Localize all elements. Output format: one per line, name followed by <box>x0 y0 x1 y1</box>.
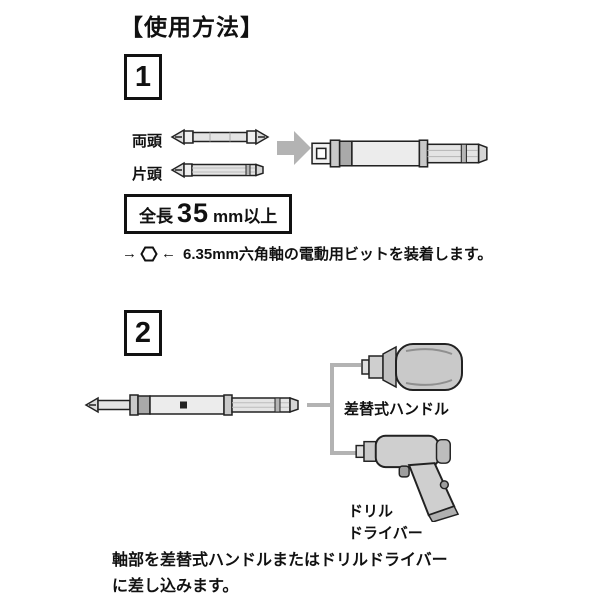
arrow-right-glyph-icon: → <box>122 245 137 262</box>
hex-shank-note-text: 6.35mm六角軸の電動用ビットを装着します。 <box>183 246 493 263</box>
handle-label: 差替式ハンドル <box>344 401 450 418</box>
hexagon-icon <box>140 246 158 261</box>
drill-label-line1: ドリル <box>348 503 394 520</box>
connector-line-to-drill <box>330 451 356 455</box>
drill-driver-illustration <box>355 434 460 522</box>
step-2-number: 2 <box>134 316 152 349</box>
bottom-instruction-line1: 軸部を差替式ハンドルまたはドリルドライバー <box>112 552 448 569</box>
length-unit: mm以上 <box>213 207 278 226</box>
step-1-number-box: 1 <box>124 54 162 100</box>
single-ended-bit-label: 片頭 <box>132 166 163 183</box>
drill-label-line2: ドライバー <box>348 525 423 542</box>
connector-line-vertical <box>330 363 334 455</box>
arrow-right-icon <box>277 131 311 165</box>
double-ended-bit-label: 両頭 <box>132 133 163 150</box>
single-ended-bit-illustration <box>170 161 264 179</box>
bottom-instruction: 軸部を差替式ハンドルまたはドリルドライバー に差し込みます。 <box>112 548 448 600</box>
arrow-left-glyph-icon: ← <box>161 245 176 262</box>
connector-line-to-handle <box>330 363 361 367</box>
interchangeable-handle-illustration <box>361 343 463 391</box>
total-length-box: 全長 35 mm以上 <box>124 194 293 234</box>
page-title: 【使用方法】 <box>120 14 264 40</box>
connector-line-main <box>307 403 333 407</box>
length-prefix: 全長 <box>139 207 173 226</box>
bottom-instruction-line2: に差し込みます。 <box>112 578 239 595</box>
step-2-number-box: 2 <box>124 310 162 356</box>
bit-adapter-illustration <box>311 139 488 168</box>
step-1-number: 1 <box>134 60 152 93</box>
assembled-bit-adapter-illustration <box>84 394 299 416</box>
length-value: 35 <box>177 198 210 228</box>
double-ended-bit-illustration <box>170 128 270 146</box>
hex-shank-note: → ← 6.35mm六角軸の電動用ビットを装着します。 <box>122 243 492 264</box>
